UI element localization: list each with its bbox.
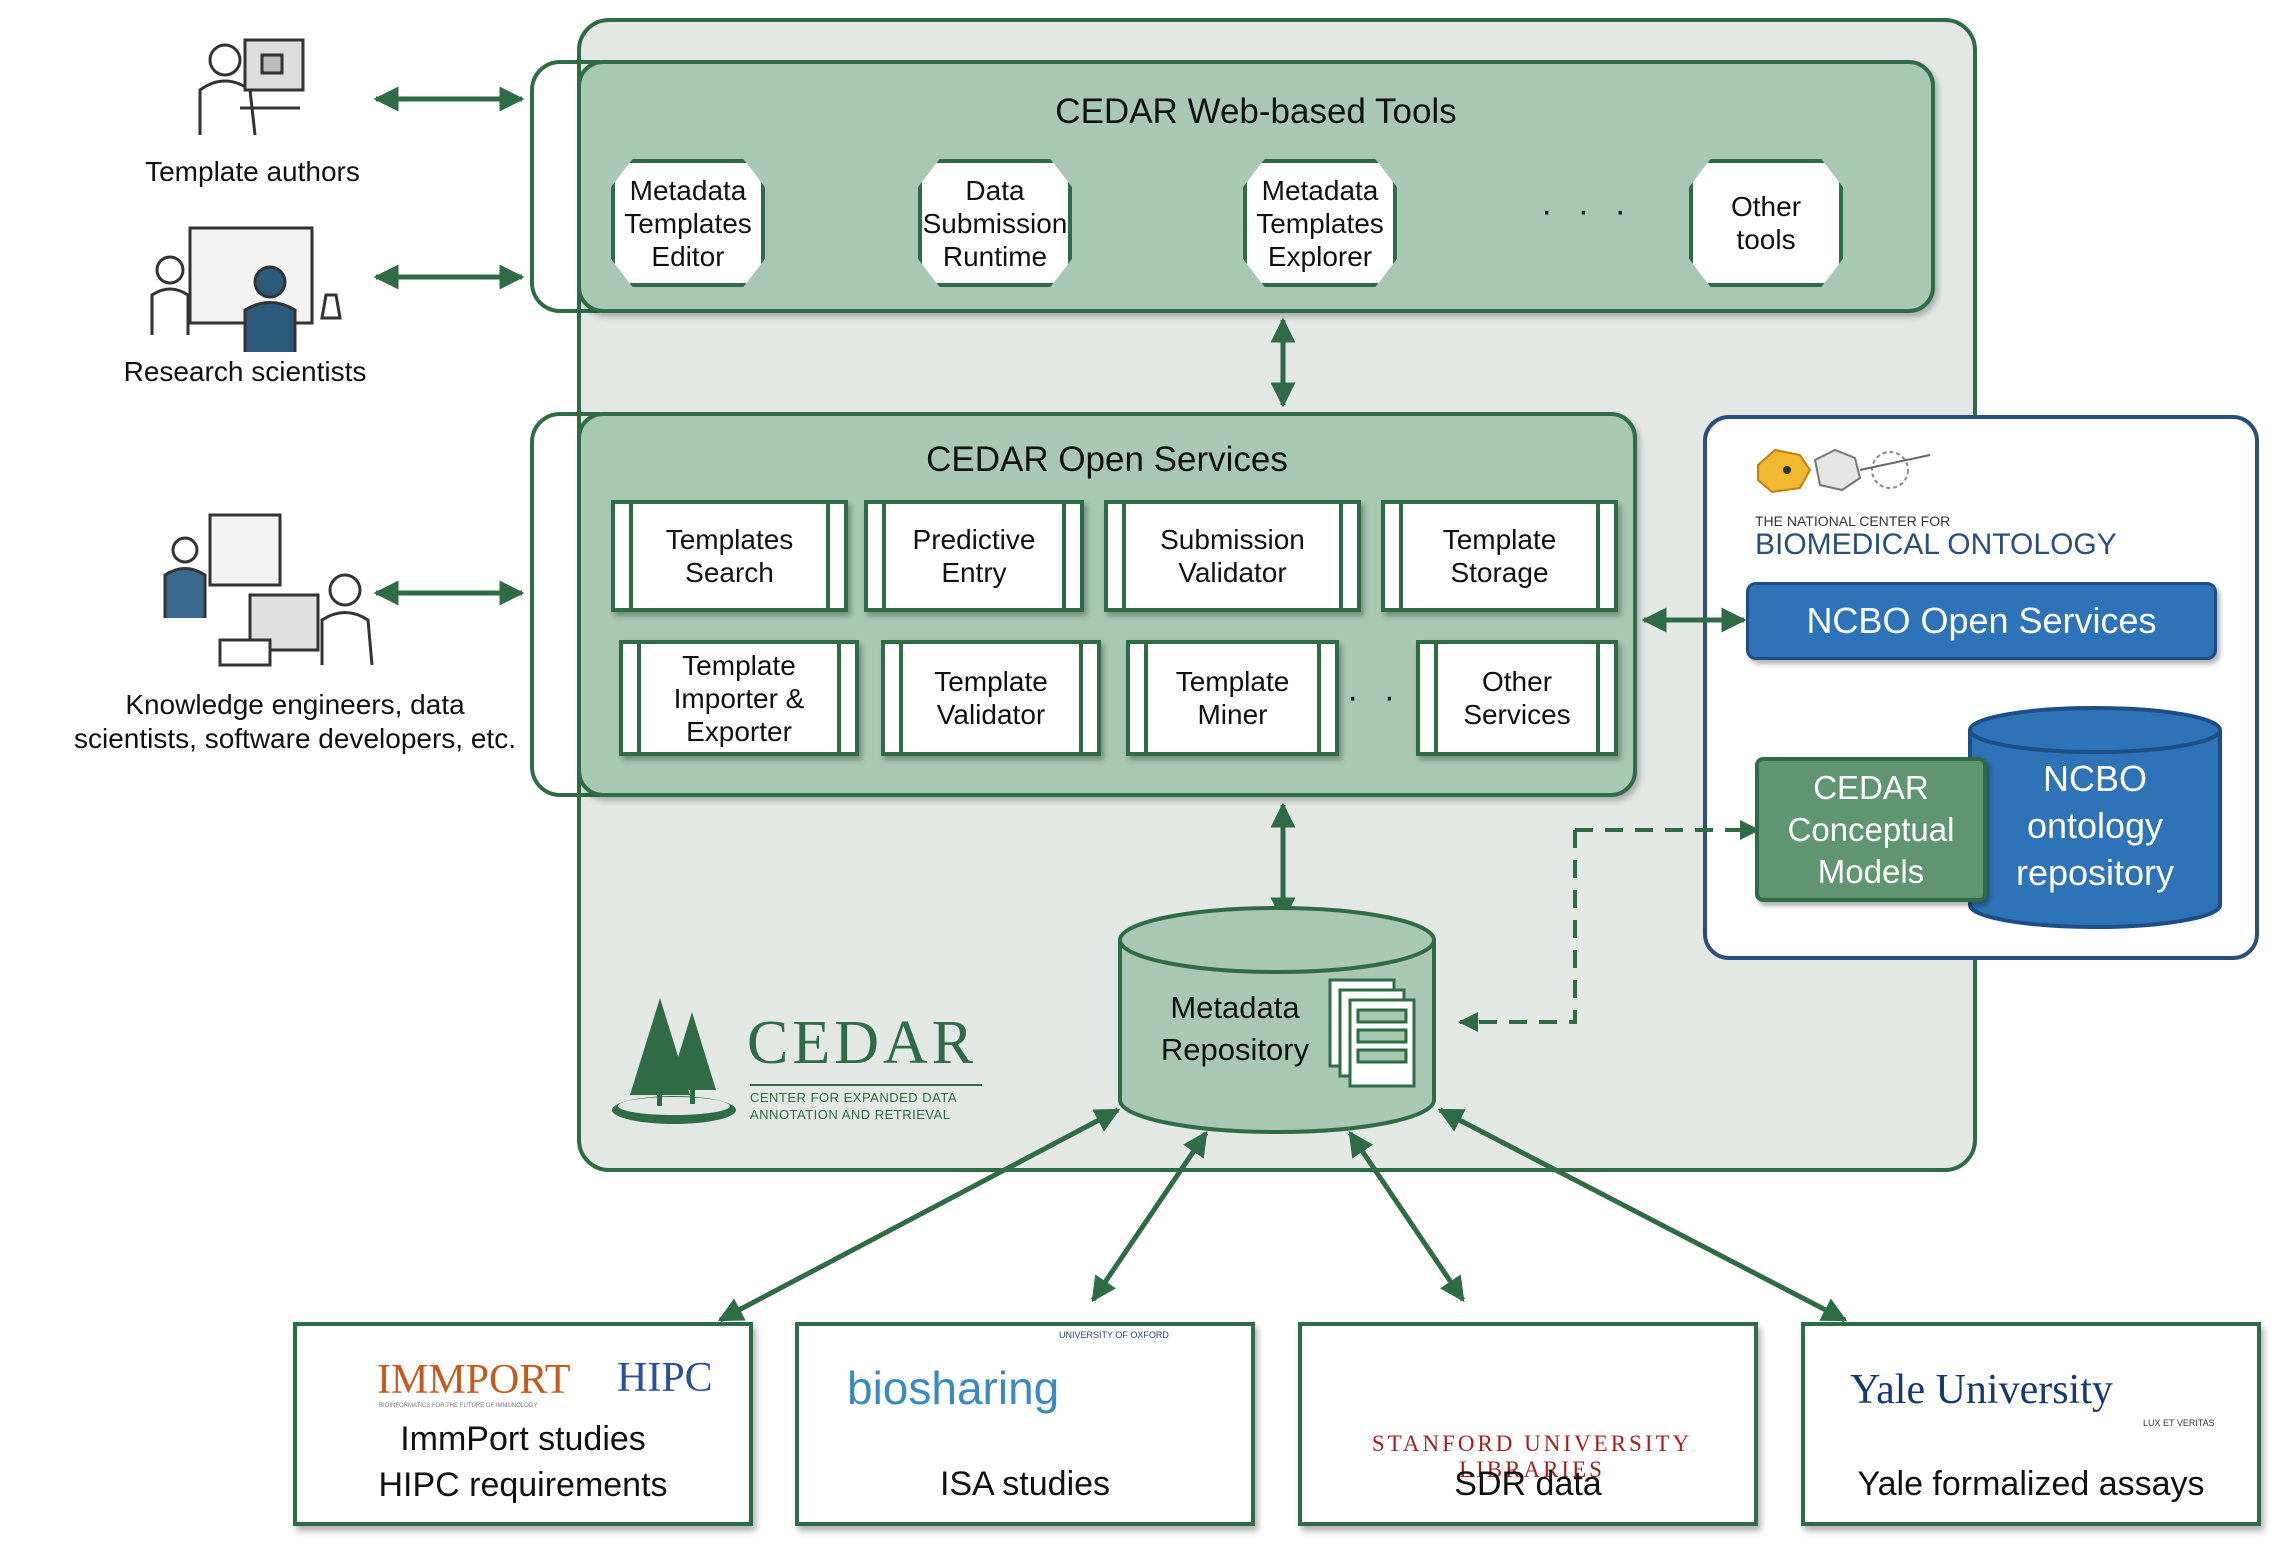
source-yale-label: Yale formalized assays bbox=[1857, 1465, 2205, 1503]
tool-metadata-templates-explorer[interactable]: Metadata Templates Explorer bbox=[1243, 159, 1397, 287]
cedar-conceptual-models[interactable]: CEDAR Conceptual Models bbox=[1755, 757, 1987, 902]
source-sdr-label: SDR data bbox=[1454, 1465, 1602, 1503]
immport-logo-text: IMMPORT bbox=[377, 1357, 571, 1403]
tools-bracket bbox=[530, 60, 600, 313]
actor-knowledge-engineers: Knowledge engineers, data scientists, so… bbox=[74, 689, 516, 754]
service-predictive-entry[interactable]: Predictive Entry bbox=[864, 500, 1084, 612]
ncbo-logo-line2: BIOMEDICAL ONTOLOGY bbox=[1755, 528, 2117, 561]
source-yale: Yale University LUX ET VERITAS Yale form… bbox=[1801, 1322, 2261, 1526]
service-other-services[interactable]: Other Services bbox=[1416, 640, 1618, 756]
cedar-logo-tagline-1: CENTER FOR EXPANDED DATA bbox=[750, 1090, 958, 1105]
ncbo-logo-line1: THE NATIONAL CENTER FOR bbox=[1755, 513, 1951, 529]
source-isa-label: ISA studies bbox=[939, 1465, 1111, 1503]
source-arrows bbox=[717, 1107, 1848, 1323]
source-biosharing: biosharing UNIVERSITY OF OXFORD ISA stud… bbox=[795, 1322, 1255, 1526]
open-services-title: CEDAR Open Services bbox=[926, 440, 1288, 479]
source-immport-hipc: IMMPORT BIOINFORMATICS FOR THE FUTURE OF… bbox=[293, 1322, 753, 1526]
actor-template-authors: Template authors bbox=[145, 156, 360, 187]
dashed-arrows bbox=[1458, 820, 1760, 1032]
service-template-storage[interactable]: Template Storage bbox=[1381, 500, 1618, 612]
ncbo-repository-cylinder bbox=[1968, 706, 2222, 929]
immport-logo-subtext: BIOINFORMATICS FOR THE FUTURE OF IMMUNOL… bbox=[379, 1403, 538, 1409]
tool-data-submission-runtime[interactable]: Data Submission Runtime bbox=[918, 159, 1072, 287]
tools-ellipsis: · · · bbox=[1541, 192, 1634, 230]
stanford-libraries-text: STANFORD UNIVERSITY LIBRARIES bbox=[1371, 1431, 1693, 1482]
service-submission-validator[interactable]: Submission Validator bbox=[1104, 500, 1361, 612]
service-template-importer-exporter[interactable]: Template Importer & Exporter bbox=[619, 640, 859, 756]
metadata-repository-label: Metadata Repository bbox=[1160, 990, 1310, 1067]
web-tools-title: CEDAR Web-based Tools bbox=[1055, 92, 1457, 131]
documents-icon bbox=[1328, 978, 1416, 1088]
actor-research-scientists: Research scientists bbox=[123, 356, 367, 387]
source-immport-label: ImmPort studies HIPC requirements bbox=[378, 1420, 668, 1504]
yale-logo-text: Yale University bbox=[1850, 1367, 2113, 1413]
cedar-logo-tagline-2: ANNOTATION AND RETRIEVAL bbox=[750, 1107, 951, 1122]
oxford-seal-text: UNIVERSITY OF OXFORD bbox=[1059, 1330, 1169, 1340]
hipc-logo-text: HIPC bbox=[617, 1355, 713, 1401]
cedar-logo-divider bbox=[750, 1084, 982, 1086]
knowledge-engineers-icon bbox=[163, 513, 374, 667]
ncbo-logo-icon bbox=[1757, 448, 1931, 494]
service-template-miner[interactable]: Template Miner bbox=[1126, 640, 1339, 756]
open-services-layer: CEDAR Open Services Templates Search Pre… bbox=[577, 412, 1637, 797]
cedar-tree-logo bbox=[612, 998, 736, 1124]
research-scientists-icon bbox=[150, 226, 342, 352]
tool-other-tools[interactable]: Other tools bbox=[1689, 159, 1843, 287]
template-author-icon bbox=[198, 38, 305, 136]
services-bracket bbox=[530, 412, 600, 797]
biosharing-logo-text: biosharing bbox=[847, 1362, 1060, 1414]
service-template-validator[interactable]: Template Validator bbox=[881, 640, 1101, 756]
service-templates-search[interactable]: Templates Search bbox=[611, 500, 848, 612]
source-stanford: STANFORD UNIVERSITY LIBRARIES SDR data bbox=[1298, 1322, 1758, 1526]
ncbo-open-services[interactable]: NCBO Open Services bbox=[1746, 582, 2217, 660]
yale-motto-text: LUX ET VERITAS bbox=[2143, 1418, 2215, 1428]
cedar-logo-name: CEDAR bbox=[747, 1009, 978, 1077]
web-tools-layer: CEDAR Web-based Tools Metadata Templates… bbox=[577, 60, 1935, 313]
ncbo-repository-label: NCBO ontology repository bbox=[2015, 758, 2175, 893]
actor-arrows bbox=[373, 86, 525, 606]
tool-metadata-templates-editor[interactable]: Metadata Templates Editor bbox=[611, 159, 765, 287]
